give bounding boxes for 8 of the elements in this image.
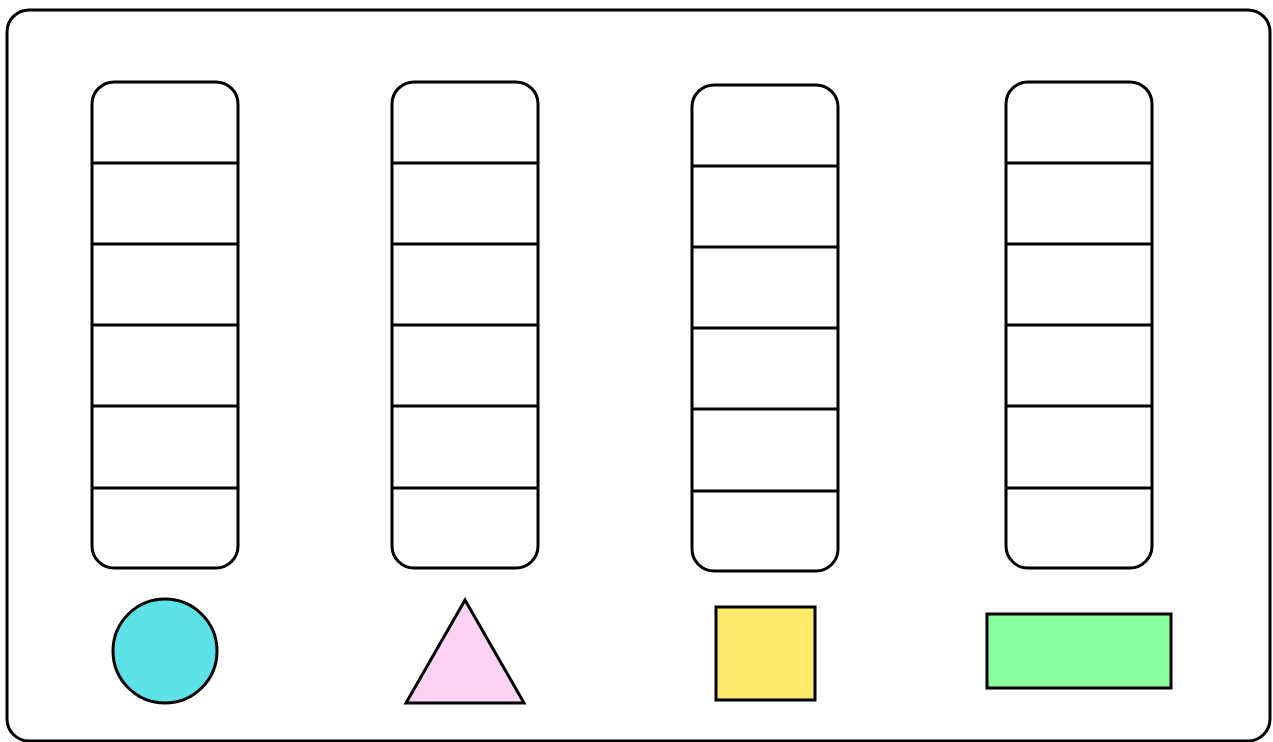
square-shape <box>714 605 817 702</box>
column-box <box>690 83 840 573</box>
circle-shape <box>111 597 219 705</box>
column-box <box>1004 80 1154 570</box>
column-box <box>90 80 240 570</box>
frame <box>5 8 1272 742</box>
column-box <box>390 80 540 570</box>
rectangle-shape <box>985 612 1173 690</box>
